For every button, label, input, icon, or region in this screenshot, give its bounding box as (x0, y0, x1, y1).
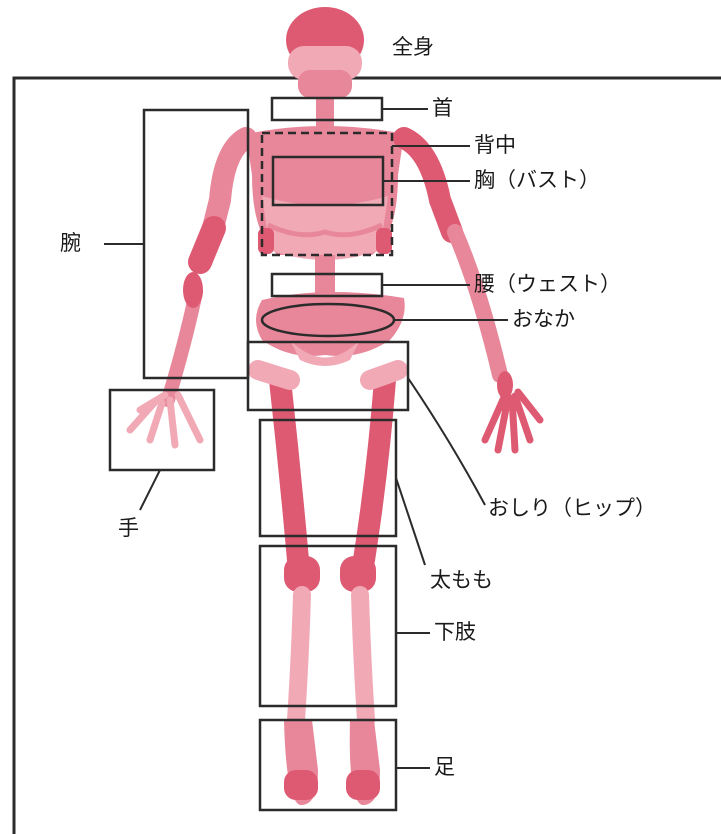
left-elbow (188, 216, 226, 274)
ribs-bottom-dark (258, 228, 274, 254)
right-wrist (497, 371, 513, 399)
label-arm: 腕 (60, 231, 81, 255)
hip-leader (407, 377, 486, 506)
left-toes (284, 770, 318, 800)
label-hand: 手 (118, 516, 139, 540)
left-femur-top (248, 360, 300, 390)
right-hand (481, 388, 544, 454)
right-femur (353, 369, 396, 571)
right-upper-arm (393, 127, 463, 243)
right-toes (346, 770, 380, 800)
ribs-lower (262, 196, 388, 260)
left-knee (284, 556, 320, 592)
label-waist: 腰（ウェスト） (474, 272, 621, 296)
skeleton (126, 7, 544, 806)
neck-vertebrae (316, 96, 334, 130)
foot-box (258, 718, 398, 812)
label-back: 背中 (474, 133, 516, 157)
left-wrist (183, 272, 203, 308)
thigh-leader (395, 477, 426, 566)
label-belly: おなか (512, 307, 575, 331)
right-forearm (447, 224, 508, 383)
back-box (260, 131, 394, 257)
left-tibia (287, 586, 311, 729)
left-upper-arm (201, 127, 257, 243)
label-thigh: 太もも (430, 568, 493, 592)
label-lower-leg: 下肢 (434, 620, 476, 644)
label-foot: 足 (434, 755, 455, 779)
label-neck: 首 (432, 96, 453, 120)
leader-lines (104, 108, 508, 769)
lower-leg-box (258, 544, 398, 708)
right-femur-top (360, 360, 408, 390)
pelvis-lower (290, 340, 360, 366)
label-chest: 胸（バスト） (474, 168, 600, 192)
pelvis (256, 291, 405, 356)
right-knee (340, 556, 376, 592)
left-hand (126, 391, 204, 449)
right-tibia (351, 586, 375, 729)
hand-box (108, 388, 216, 472)
left-forearm (161, 285, 203, 407)
hand-leader (139, 469, 161, 511)
region-boxes (108, 96, 410, 812)
ribs-bottom-dark-right (376, 228, 392, 254)
hip-box (246, 340, 410, 412)
jaw (298, 70, 352, 98)
outer-frame (12, 76, 721, 834)
label-hip: おしり（ヒップ） (488, 496, 656, 520)
rib-lines (266, 222, 384, 238)
label-whole-body: 全身 (392, 35, 434, 59)
left-femur (269, 369, 309, 571)
